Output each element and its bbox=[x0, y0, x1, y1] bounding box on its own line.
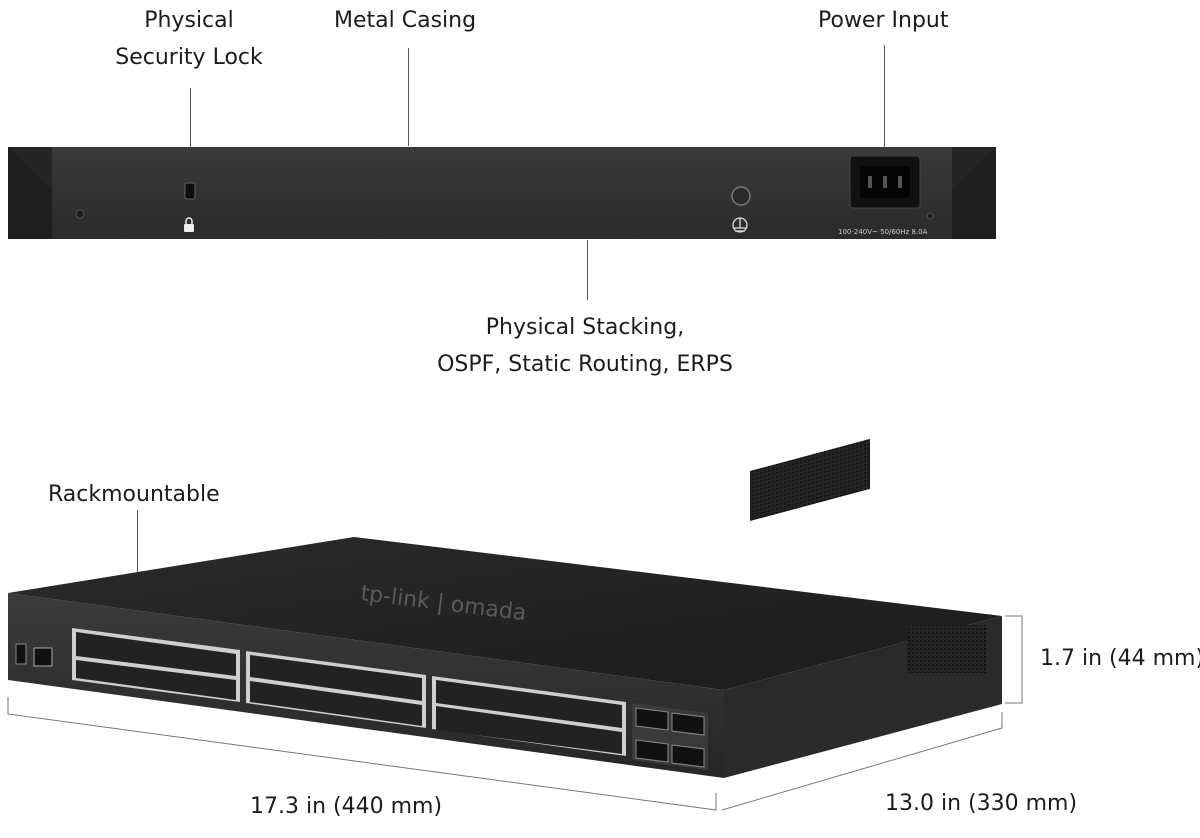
width-bracket bbox=[7, 697, 717, 811]
ground-screw bbox=[731, 186, 751, 206]
sfp-ports bbox=[632, 703, 708, 770]
stacking-label-line1: Physical Stacking, bbox=[485, 315, 685, 340]
rear-left-bracket-bevel bbox=[8, 147, 52, 239]
security-lock-label: Physical Security Lock bbox=[112, 2, 266, 76]
port-bank-2 bbox=[246, 651, 426, 728]
dimension-lines bbox=[7, 615, 1023, 811]
port-bank-1 bbox=[72, 628, 240, 702]
stacking-label-line2: OSPF, Static Routing, ERPS bbox=[437, 352, 733, 377]
security-lock-label-line2: Security Lock bbox=[115, 45, 263, 70]
power-rating-text: 100-240V~ 50/60Hz 8.0A bbox=[838, 228, 928, 236]
rear-screw-left bbox=[75, 209, 85, 219]
side-vent-1 bbox=[750, 438, 870, 522]
rackmountable-label: Rackmountable bbox=[48, 482, 220, 507]
switch-3d-view: tp-link | omada bbox=[8, 438, 1002, 778]
rackmountable-leader bbox=[137, 510, 138, 574]
depth-dimension-label: 13.0 in (330 mm) bbox=[885, 791, 1078, 816]
security-lock-slot bbox=[184, 182, 196, 200]
security-lock-leader bbox=[190, 88, 191, 172]
stacking-label: Physical Stacking, OSPF, Static Routing,… bbox=[420, 309, 750, 383]
power-input-leader bbox=[884, 45, 885, 155]
side-vent-2 bbox=[908, 625, 986, 673]
switch-top-surface bbox=[8, 537, 1002, 690]
lock-icon bbox=[184, 217, 194, 232]
stacking-leader bbox=[587, 240, 588, 300]
console-ports bbox=[15, 643, 53, 667]
rear-panel-body bbox=[8, 147, 996, 239]
rear-panel: 100-240V~ 50/60Hz 8.0A bbox=[8, 147, 996, 239]
metal-casing-label: Metal Casing bbox=[334, 8, 477, 33]
ground-icon bbox=[732, 217, 748, 233]
security-lock-label-line1: Physical bbox=[144, 8, 234, 33]
height-dimension-label: 1.7 in (44 mm) bbox=[1040, 646, 1200, 671]
port-bank-3 bbox=[432, 676, 626, 756]
rear-right-bracket-bevel bbox=[952, 147, 996, 239]
width-dimension-label: 17.3 in (440 mm) bbox=[250, 794, 443, 819]
depth-bracket bbox=[721, 712, 1003, 811]
height-bracket bbox=[1005, 615, 1023, 704]
power-input-label: Power Input bbox=[818, 8, 949, 33]
metal-casing-leader bbox=[408, 48, 409, 146]
